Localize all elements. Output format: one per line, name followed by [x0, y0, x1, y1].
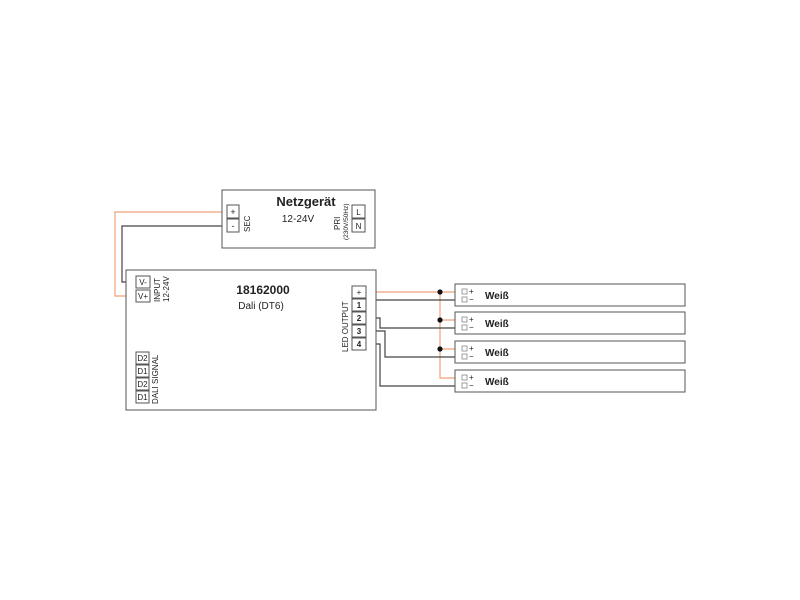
power-supply: Netzgerät 12-24V + - SEC PRI (230V/50Hz)… — [221, 189, 376, 249]
strip-box — [454, 311, 686, 335]
out-2-label: 2 — [357, 314, 362, 323]
input-label: INPUT — [153, 278, 162, 302]
strip-plus-pad — [461, 345, 468, 352]
out-4-label: 4 — [357, 340, 362, 349]
strip-plus-label: + — [469, 344, 474, 353]
strip-minus-pad — [461, 296, 468, 303]
v-plus-terminal — [135, 289, 151, 303]
led-strip: + − Weiß — [454, 340, 686, 364]
dali-d2b-label: D2 — [137, 380, 148, 389]
wire-ch4 — [366, 343, 460, 387]
psu-n-terminal — [351, 218, 366, 233]
out-4-terminal — [351, 337, 367, 351]
controller-model: 18162000 — [236, 283, 290, 297]
psu-plus-terminal — [226, 204, 240, 219]
strip-box — [454, 283, 686, 307]
out-2-terminal — [351, 311, 367, 325]
strip-box — [454, 369, 686, 393]
psu-minus-label: - — [232, 221, 235, 231]
junction-dot — [437, 289, 443, 295]
dali-d1a-terminal — [135, 364, 150, 378]
strip-label: Weiß — [485, 377, 509, 388]
out-1-label: 1 — [357, 301, 362, 310]
controller-type: Dali (DT6) — [238, 301, 284, 312]
psu-l-terminal — [351, 204, 366, 219]
junction-dot — [437, 317, 443, 323]
strip-plus-pad — [461, 374, 468, 381]
strip-minus-pad — [461, 324, 468, 331]
strip-plus-pad — [461, 316, 468, 323]
strip-plus-pad — [461, 288, 468, 295]
v-minus-terminal — [135, 275, 151, 289]
v-minus-label: V- — [139, 278, 147, 287]
strip-minus-label: − — [469, 323, 474, 332]
out-3-label: 3 — [357, 327, 362, 336]
dali-d1b-terminal — [135, 390, 150, 404]
led-strip: + − Weiß — [454, 369, 686, 393]
led-strip: + − Weiß — [454, 283, 686, 307]
wire-ch1 — [366, 299, 460, 306]
controller: 18162000 Dali (DT6) V- V+ INPUT 12-24V L… — [125, 269, 377, 411]
out-1-terminal — [351, 298, 367, 312]
psu-voltage: 12-24V — [282, 214, 315, 225]
junction-dot — [437, 346, 443, 352]
psu-box — [221, 189, 376, 249]
controller-box — [125, 269, 377, 411]
strip-minus-label: − — [469, 295, 474, 304]
dali-d1a-label: D1 — [137, 367, 148, 376]
psu-title: Netzgerät — [276, 194, 336, 209]
out-3-terminal — [351, 324, 367, 338]
strip-minus-label: − — [469, 352, 474, 361]
psu-pri-sub: (230V/50Hz) — [343, 204, 350, 241]
strip-minus-pad — [461, 353, 468, 360]
strip-minus-pad — [461, 382, 468, 389]
input-voltage: 12-24V — [162, 276, 171, 302]
strip-box — [454, 340, 686, 364]
dali-d2b-terminal — [135, 377, 150, 391]
strip-plus-label: + — [469, 287, 474, 296]
v-plus-label: V+ — [138, 292, 148, 301]
strip-minus-label: − — [469, 381, 474, 390]
led-output-label: LED OUTPUT — [341, 301, 350, 352]
out-plus-terminal — [351, 285, 367, 299]
strip-label: Weiß — [485, 319, 509, 330]
strip-plus-label: + — [469, 315, 474, 324]
dali-d1b-label: D1 — [137, 393, 148, 402]
psu-plus-label: + — [230, 207, 235, 217]
psu-pri-label: PRI — [333, 217, 342, 230]
psu-l-label: L — [356, 208, 361, 217]
dali-d2a-terminal — [135, 351, 150, 365]
dali-d2a-label: D2 — [137, 354, 148, 363]
strip-label: Weiß — [485, 348, 509, 359]
strip-label: Weiß — [485, 291, 509, 302]
out-plus-label: + — [357, 288, 362, 297]
psu-minus-terminal — [226, 218, 240, 233]
strip-plus-label: + — [469, 373, 474, 382]
psu-sec-label: SEC — [243, 215, 252, 232]
dali-signal-label: DALI SIGNAL — [151, 354, 160, 404]
led-strip: + − Weiß — [454, 311, 686, 335]
psu-n-label: N — [356, 222, 362, 231]
